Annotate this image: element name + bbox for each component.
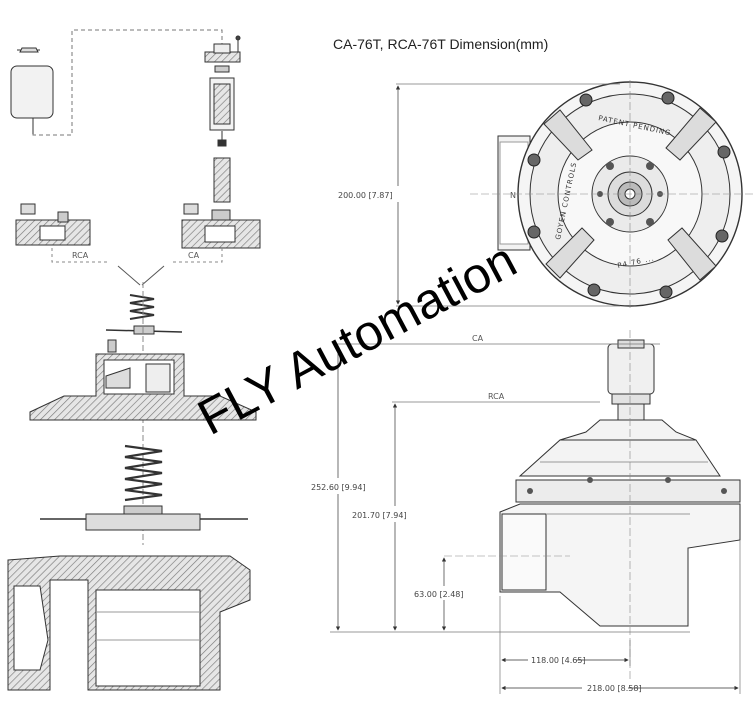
port-mark: N: [510, 191, 516, 200]
page-title: CA-76T, RCA-76T Dimension(mm): [333, 36, 549, 52]
label-rca-exploded: RCA: [72, 251, 89, 260]
exploded-view: [7, 29, 261, 691]
dim-height-top: 200.00 [7.87]: [338, 191, 393, 200]
dim-port-height: 63.00 [2.48]: [414, 590, 464, 599]
dim-width: 218.00 [8.58]: [587, 684, 642, 693]
dim-half-width: 118.00 [4.65]: [531, 656, 586, 665]
label-ca-side: CA: [472, 334, 484, 343]
main-diaphragm: [40, 505, 248, 531]
valve-cover-section: [29, 339, 257, 421]
dim-rca-height: 201.70 [7.94]: [352, 511, 407, 520]
solenoid-plug: [10, 47, 54, 134]
large-spring: [124, 444, 163, 502]
label-rca-side: RCA: [488, 392, 505, 401]
pilot-head: [204, 35, 241, 203]
side-view: [330, 330, 741, 694]
ca-pilot-body: [181, 203, 261, 249]
top-view: [395, 80, 756, 310]
rca-pilot-body: [15, 203, 91, 246]
dim-ca-height: 252.60 [9.94]: [311, 483, 366, 492]
label-ca-exploded: CA: [188, 251, 200, 260]
valve-body-section: [7, 555, 251, 691]
pilot-link-line: [32, 29, 223, 136]
small-spring: [129, 294, 155, 320]
